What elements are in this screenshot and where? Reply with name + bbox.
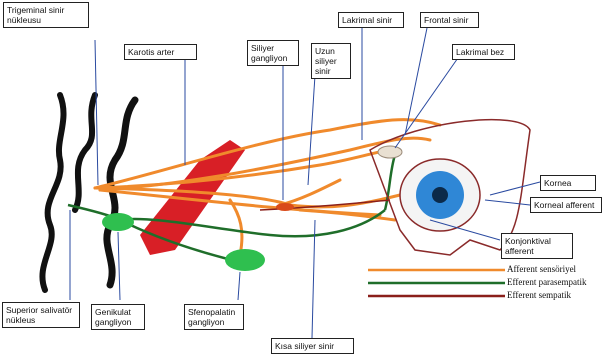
label-frontal-sinir: Frontal sinir [420,12,479,28]
label-superior-salivator: Superior salivatör nükleus [2,302,80,328]
pupil [432,187,448,203]
label-siliyer-gangliyon: Siliyer gangliyon [247,40,299,66]
brainstem-outline-left-inner [75,95,95,210]
label-kornea: Kornea [540,175,596,191]
sphenopalatine-ganglion [225,249,265,271]
lacrimal-gland [378,146,402,158]
label-lakrimal-sinir: Lakrimal sinir [338,12,404,28]
label-karotis: Karotis arter [124,44,197,60]
carotid-artery [140,140,245,255]
legend-sympathetic-label: Efferent sempatik [507,290,571,300]
legend-afferent-label: Afferent sensöriyel [507,264,576,274]
label-sfenopalatin: Sfenopalatin gangliyon [184,304,244,330]
legend-parasympathetic-label: Efferent parasempatik [507,277,587,287]
label-kisa-siliyer: Kısa siliyer sinir [271,338,354,354]
legend-arrows [368,270,505,296]
geniculate-ganglion [102,213,134,231]
label-lakrimal-bez: Lakrimal bez [452,44,515,60]
label-korneal-afferent: Korneal afferent [530,197,602,213]
ciliary-ganglion [276,203,294,211]
label-genikulat: Genikulat gangliyon [91,304,145,330]
label-uzun-siliyer: Uzun siliyer sinir [311,43,351,79]
label-konjonktival-afferent: Konjonktival afferent [501,233,573,259]
brainstem-outline-left [42,95,63,290]
label-trigeminal: Trigeminal sinir nükleusu [3,2,89,28]
